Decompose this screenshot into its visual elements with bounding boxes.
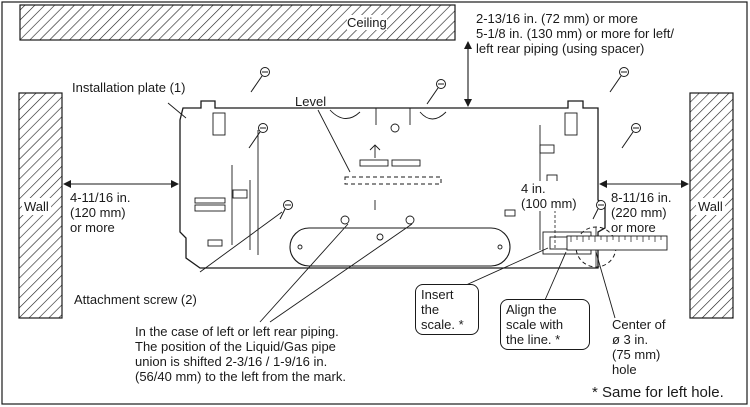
installation-plate — [179, 100, 606, 269]
align-scale-line-1: Align the — [506, 302, 557, 317]
left-clearance-line-2: (120 mm) — [70, 205, 126, 220]
hole-center-line-1: Center of — [612, 317, 666, 332]
piping-note-line-1: In the case of left or left rear piping. — [135, 324, 339, 339]
hole-center-note: Center of ø 3 in. (75 mm) hole — [612, 317, 665, 377]
ceiling-clearance-line-1: 2-13/16 in. (72 mm) or more — [476, 11, 638, 26]
level-line — [344, 176, 442, 185]
screw-icons — [248, 67, 641, 220]
plate-oval-cutout — [289, 227, 511, 267]
right-clearance-line-2: (220 mm) — [611, 205, 667, 220]
hole-offset-line-2: (100 mm) — [521, 196, 577, 211]
insert-scale-callout: Insert the scale. * — [415, 284, 479, 335]
dimension-arrows — [63, 41, 689, 188]
scale-and-hole — [554, 205, 668, 268]
footnote: * Same for left hole. — [592, 384, 724, 401]
measuring-scale — [566, 235, 668, 251]
hole-center-line-4: hole — [612, 362, 637, 377]
piping-note-line-3: union is shifted 2-3/16 / 1-9/16 in. — [135, 354, 328, 369]
leader-lines — [167, 102, 616, 323]
hole-center-line-2: ø 3 in. — [612, 332, 649, 347]
hole-offset-note: 4 in. (100 mm) — [521, 181, 577, 211]
attachment-screw-label: Attachment screw (2) — [74, 292, 197, 307]
insert-scale-line-3: scale. * — [421, 317, 464, 332]
align-scale-line-2: scale with — [506, 317, 564, 332]
align-scale-callout: Align the scale with the line. * — [500, 299, 590, 350]
ceiling-clearance-line-3: left rear piping (using spacer) — [476, 41, 645, 56]
align-scale-line-3: the line. * — [506, 332, 561, 347]
hole-offset-line-1: 4 in. — [521, 181, 546, 196]
ceiling-label: Ceiling — [347, 15, 387, 30]
insert-scale-line-2: the — [421, 302, 440, 317]
insert-scale-line-1: Insert — [421, 287, 454, 302]
piping-note: In the case of left or left rear piping.… — [135, 324, 346, 384]
right-clearance-line-3: or more — [611, 220, 656, 235]
piping-note-line-2: The position of the Liquid/Gas pipe — [135, 339, 336, 354]
piping-note-line-4: (56/40 mm) to the left from the mark. — [135, 369, 346, 384]
hole-center-line-3: (75 mm) — [612, 347, 661, 362]
left-clearance-note: 4-11/16 in. (120 mm) or more — [70, 190, 130, 235]
right-clearance-line-1: 8-11/16 in. — [611, 190, 672, 205]
left-clearance-line-1: 4-11/16 in. — [70, 190, 131, 205]
installation-plate-label: Installation plate (1) — [72, 80, 186, 95]
left-clearance-line-3: or more — [70, 220, 115, 235]
wall-left-label: Wall — [22, 198, 51, 215]
level-label: Level — [295, 94, 327, 109]
plate-contour — [329, 109, 447, 120]
right-clearance-note: 8-11/16 in. (220 mm) or more — [611, 190, 672, 235]
ceiling-clearance-line-2: 5-1/8 in. (130 mm) or more for left/ — [476, 26, 674, 41]
wall-right-label: Wall — [696, 198, 725, 215]
ceiling-hatch — [19, 4, 456, 41]
ceiling-clearance-note: 2-13/16 in. (72 mm) or more 5-1/8 in. (1… — [476, 11, 674, 56]
level-leader — [317, 109, 351, 173]
